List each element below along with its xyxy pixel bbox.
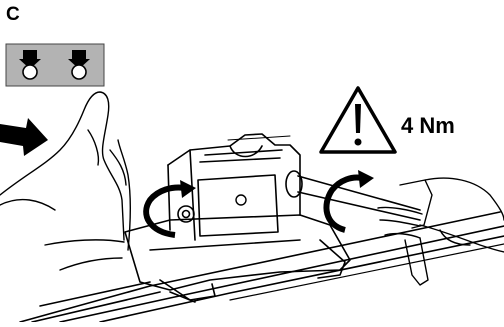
warning-triangle-icon <box>321 88 395 152</box>
right-hand <box>378 178 504 285</box>
screw-icon-panel <box>6 44 104 86</box>
rotation-arrow-left-icon <box>146 180 196 235</box>
push-arrow-icon <box>0 118 48 156</box>
left-hand <box>0 92 130 270</box>
torque-label: 4 Nm <box>401 113 455 139</box>
step-letter: C <box>6 4 20 26</box>
carrier-body <box>125 134 420 302</box>
